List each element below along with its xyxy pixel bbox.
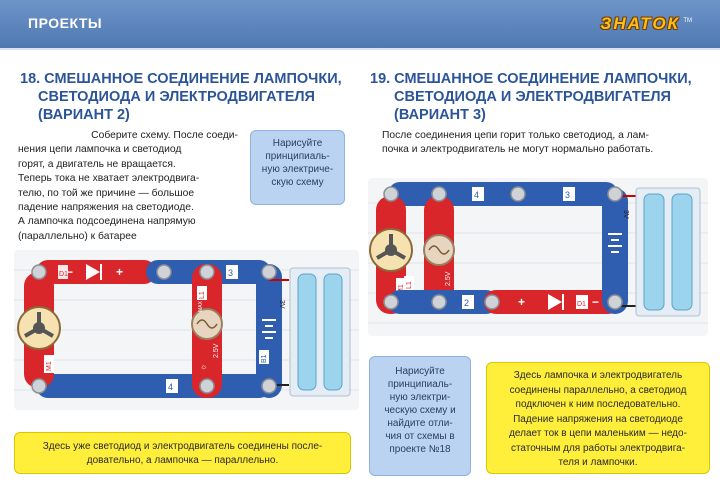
battery-cell (671, 193, 693, 311)
note-line: Падение напряжения на светодиоде (513, 413, 683, 425)
note-line: довательно, а лампочка — параллельно. (86, 455, 279, 466)
note-line: проекте №18 (389, 444, 451, 455)
note-line: Нарисуйте (272, 138, 323, 149)
wire-label: 4 (168, 382, 173, 392)
left-draw-schematic-note: Нарисуйте принципиаль- ную электриче- ск… (250, 130, 345, 205)
left-body-line: (параллельно) к батарее (18, 230, 137, 242)
note-line: Нарисуйте (395, 366, 445, 377)
right-section-title: 19. СМЕШАННОЕ СОЕДИНЕНИЕ ЛАМПОЧКИ, СВЕТО… (370, 70, 720, 124)
battery-tag: B1 (261, 354, 268, 363)
left-explanation-note: Здесь уже светодиод и электродвигатель с… (14, 432, 351, 474)
left-title-line-2: СВЕТОДИОДА И ЭЛЕКТРОДВИГАТЕЛЯ (38, 89, 315, 105)
wire-label: 3 (565, 190, 570, 200)
left-title-line-1: 18. СМЕШАННОЕ СОЕДИНЕНИЕ ЛАМПОЧКИ, (20, 71, 342, 87)
note-line: Здесь уже светодиод и электродвигатель с… (42, 441, 323, 452)
right-body-line: После соединения цепи горит только свето… (382, 130, 649, 141)
led-symbol-icon (86, 264, 100, 280)
wire-label: 3 (228, 268, 233, 278)
right-title-line-1: 19. СМЕШАННОЕ СОЕДИНЕНИЕ ЛАМПОЧКИ, (370, 71, 692, 87)
note-line: чия от схемы в (385, 431, 455, 442)
note-line: принципиаль- (265, 151, 330, 162)
note-line: Здесь лампочка и электродвигатель (513, 370, 683, 381)
left-body-line: Теперь тока не хватает электродвига- (18, 173, 200, 185)
note-line: делает ток в цепи маленьким — недо- (509, 428, 687, 439)
bottom-wire-4 (36, 374, 271, 398)
note-line: ческую схему и (384, 405, 456, 416)
snap-connectors (31, 264, 277, 394)
left-body-line: Соберите схему. После соеди- (91, 130, 238, 141)
left-circuit-diagram: + − D1 3 4 M1 2.5V MAX 0.3A ☼ L1 3V B1 (14, 250, 359, 410)
brand-logo: ЗНАТОК (600, 14, 680, 33)
bulb-voltage: 2.5V (213, 343, 220, 358)
bulb-voltage: 2.5V (445, 271, 452, 286)
wire-label: 2 (464, 298, 469, 308)
right-circuit-diagram: 4 3 M1 2.5V ☼ L1 2 + − D1 3V (368, 178, 708, 336)
battery-voltage: 3V (622, 210, 629, 219)
motor-tag: M1 (46, 361, 53, 371)
left-body-line: телю, по той же причине — большое (18, 187, 195, 199)
page-header: ПРОЕКТЫ ЗНАТОК TM (0, 0, 720, 50)
battery-voltage: 3V (278, 300, 285, 309)
battery-cell (323, 273, 343, 391)
bulb-glow-icon: ☼ (200, 362, 207, 371)
top-wire (388, 182, 618, 206)
note-line: теля и лампочки. (558, 457, 638, 468)
brand-trademark: TM (683, 18, 692, 24)
svg-text:+: + (518, 295, 525, 309)
note-line: статочным для работы электродвига- (510, 442, 686, 454)
left-body-line: падение напряжения на светодиоде. (18, 202, 194, 214)
battery-cell (643, 193, 665, 311)
right-body-text: После соединения цепи горит только свето… (382, 129, 712, 158)
left-title-line-3: (ВАРИАНТ 2) (38, 107, 130, 123)
note-line: скую схему (271, 177, 324, 188)
right-title-line-3: (ВАРИАНТ 3) (394, 107, 486, 123)
note-line: ную электри- (389, 392, 451, 403)
note-line: подключен к ним последовательно. (515, 399, 681, 410)
note-line: найдите отли- (387, 418, 453, 429)
right-explanation-note: Здесь лампочка и электродвигатель соедин… (486, 362, 710, 474)
left-body-line: А лампочка подсоединена напрямую (18, 216, 196, 228)
wire-label: 4 (474, 190, 479, 200)
bulb-max-current: MAX 0.3A (198, 289, 204, 312)
left-body-line: горят, а двигатель не вращается. (18, 158, 176, 170)
left-section-title: 18. СМЕШАННОЕ СОЕДИНЕНИЕ ЛАМПОЧКИ, СВЕТО… (20, 70, 365, 124)
left-body-text: Соберите схему. После соеди- нения цепи … (18, 129, 238, 244)
svg-text:−: − (592, 295, 599, 309)
battery-cell (297, 273, 317, 391)
led-symbol-icon (548, 294, 562, 310)
led-tag: D1 (577, 301, 586, 308)
bulb-tag: L1 (406, 281, 413, 289)
note-line: принципиаль- (387, 379, 453, 390)
note-line: соединены параллельно, а светодиод (509, 384, 687, 396)
header-title: ПРОЕКТЫ (28, 15, 103, 31)
led-tag: D1 (59, 271, 68, 278)
svg-text:−: − (66, 265, 73, 279)
motor-tag: M1 (398, 284, 405, 294)
svg-text:+: + (116, 265, 123, 279)
snap-connectors (383, 186, 623, 310)
right-title-line-2: СВЕТОДИОДА И ЭЛЕКТРОДВИГАТЕЛЯ (394, 89, 671, 105)
right-body-line: почка и электродвигатель не могут нормал… (382, 144, 654, 156)
right-draw-schematic-note: Нарисуйте принципиаль- ную электри- ческ… (369, 356, 471, 476)
note-line: ную электриче- (261, 164, 334, 175)
left-body-line: нения цепи лампочка и светодиод (18, 144, 182, 156)
bulb-tag: L1 (199, 291, 206, 299)
